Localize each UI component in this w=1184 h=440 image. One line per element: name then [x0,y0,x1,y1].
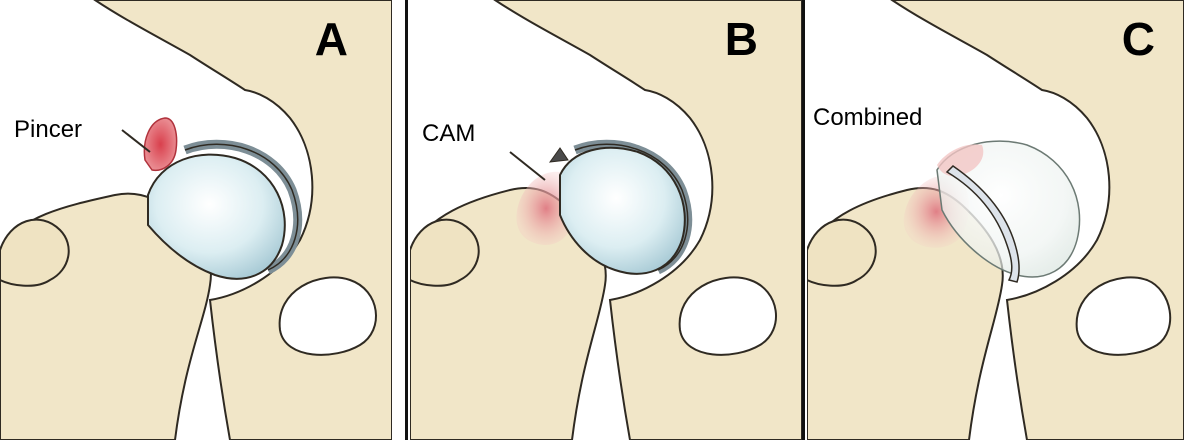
panel-a-letter: A [315,16,348,62]
pincer-lesion [144,118,176,170]
divider-bc [802,0,805,440]
panel-b-letter: B [725,16,758,62]
labrum [550,148,568,162]
panel-c-letter: C [1122,16,1155,62]
panel-c-illustration [807,0,1184,440]
panel-a-illustration [0,0,392,440]
panel-b-illustration [410,0,802,440]
panel-c: C Combined [807,0,1184,440]
combined-label: Combined [813,106,922,130]
divider-ab [405,0,408,440]
panel-a: A Pincer [0,0,392,440]
cam-callout-line [510,152,545,180]
panel-b: B CAM [410,0,802,440]
cam-label: CAM [422,122,475,146]
pincer-label: Pincer [14,118,82,142]
